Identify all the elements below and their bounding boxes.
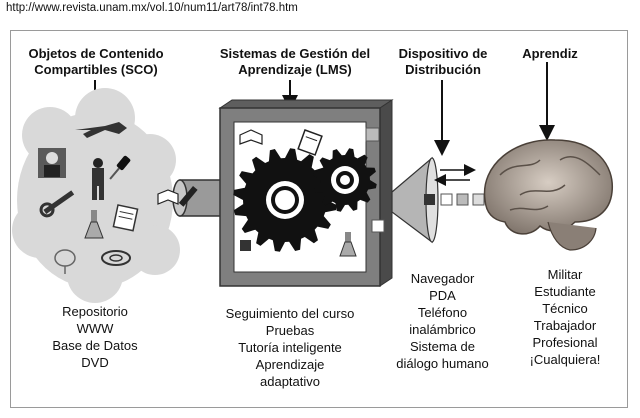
- screwdriver-icon: [109, 155, 131, 180]
- sco-item: WWW: [76, 321, 114, 336]
- diagram-frame: [10, 30, 628, 408]
- lms-block: [240, 240, 251, 251]
- sco-item: Repositorio: [62, 304, 128, 319]
- lms-flask-icon: [339, 232, 357, 257]
- lms-document-icon: [297, 129, 323, 156]
- lms-header-line-2: Aprendizaje (LMS): [238, 62, 352, 77]
- device-header-line-2: Distribución: [405, 62, 481, 77]
- book-icon: [157, 189, 179, 205]
- device-item: Navegador: [410, 271, 475, 286]
- sco-item: DVD: [81, 355, 109, 370]
- device-item: Teléfono: [417, 305, 468, 320]
- input-pipe: [172, 179, 226, 217]
- packet-blocks: [424, 193, 485, 206]
- lms-item: Tutoría inteligente: [238, 340, 342, 355]
- exchange-arrows: [434, 164, 476, 186]
- sco-header-line-2: Compartibles (SCO): [34, 62, 158, 77]
- lms-book-icon: [239, 129, 263, 145]
- brain-icon: [483, 139, 613, 251]
- document-icon: [112, 204, 139, 232]
- learner-header-line-1: Aprendiz: [522, 46, 578, 61]
- gear-icon: [313, 148, 377, 212]
- lms-items: Seguimiento del curso Pruebas Tutoría in…: [205, 305, 375, 390]
- source-url: http://www.revista.unam.mx/vol.10/num11/…: [6, 2, 298, 14]
- lms-header-line-1: Sistemas de Gestión del: [219, 46, 371, 61]
- soldier-icon: [92, 158, 104, 200]
- wrench-icon: [39, 190, 75, 218]
- learner-item: Profesional: [532, 335, 598, 350]
- lms-item: adaptativo: [260, 374, 320, 389]
- cassette-icon: [178, 186, 198, 207]
- learner-item: Militar: [547, 267, 583, 282]
- person-icon: [38, 148, 66, 178]
- dish-icon: [54, 249, 76, 274]
- lms-item: Aprendizaje: [255, 357, 325, 372]
- learner-item: Trabajador: [533, 318, 597, 333]
- device-items: Navegador PDA Teléfono inalámbrico Siste…: [385, 270, 500, 372]
- learner-item: ¡Cualquiera!: [529, 352, 601, 367]
- gear-icon: [233, 148, 337, 252]
- sco-item: Base de Datos: [52, 338, 138, 353]
- learner-items: Militar Estudiante Técnico Trabajador Pr…: [510, 266, 620, 368]
- sco-header-line-1: Objetos de Contenido: [28, 46, 164, 61]
- learner-item: Estudiante: [534, 284, 596, 299]
- fighter-jet-icon: [75, 122, 127, 138]
- lms-block: [365, 127, 380, 142]
- flask-icon: [84, 210, 104, 239]
- device-item: diálogo humano: [396, 356, 489, 371]
- device-item: inalámbrico: [409, 322, 476, 337]
- lms-item: Seguimiento del curso: [225, 306, 355, 321]
- sco-header: Objetos de Contenido Compartibles (SCO): [20, 46, 172, 78]
- lms-item: Pruebas: [265, 323, 315, 338]
- gear-hole: [340, 175, 350, 185]
- gear-hole: [275, 190, 295, 210]
- device-item: PDA: [429, 288, 456, 303]
- lms-block: [371, 219, 385, 233]
- tape-icon: [101, 250, 131, 266]
- learner-item: Técnico: [542, 301, 588, 316]
- lms-header: Sistemas de Gestión del Aprendizaje (LMS…: [205, 46, 385, 78]
- device-header-line-1: Dispositivo de: [398, 46, 488, 61]
- sco-items: Repositorio WWW Base de Datos DVD: [20, 303, 170, 371]
- device-header: Dispositivo de Distribución: [388, 46, 498, 78]
- device-item: Sistema de: [409, 339, 476, 354]
- learner-header: Aprendiz: [500, 46, 600, 62]
